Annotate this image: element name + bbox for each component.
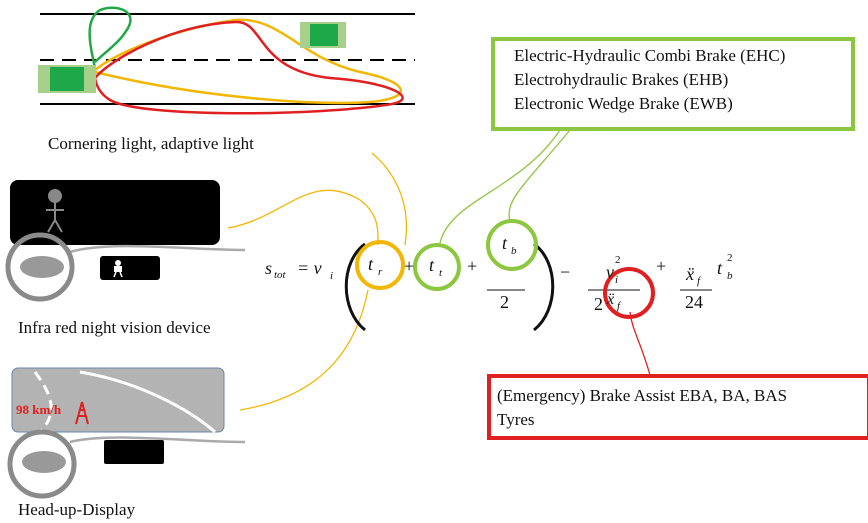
formula-xf: ẍ <box>686 264 694 284</box>
connector-green-box-tt <box>439 129 561 244</box>
circle-reaction-time <box>355 240 405 290</box>
hud-dashboard-display <box>104 440 164 464</box>
road-curve-line <box>79 370 216 434</box>
formula-tb: t <box>502 233 508 253</box>
road-dashed-line <box>33 371 53 434</box>
formula-plus-3: + <box>656 256 667 276</box>
car-right-roof <box>310 24 338 46</box>
formula-plus-2: + <box>467 256 478 276</box>
connector-night-vision <box>227 189 379 246</box>
red-box-line: (Emergency) Brake Assist EBA, BA, BAS <box>497 386 788 405</box>
formula-xf-subscript: f <box>697 275 701 287</box>
night-vision-screen <box>10 180 220 245</box>
formula-tt-subscript: t <box>439 267 443 279</box>
formula-x: ẍ <box>607 291 615 308</box>
green-box-text: Electric-Hydraulic Combi Brake (EHC) Ele… <box>514 44 785 116</box>
red-light-beam <box>93 20 404 115</box>
right-paren <box>533 242 555 332</box>
yellow-light-beam <box>94 18 403 105</box>
caption-night-vision: Infra red night vision device <box>18 318 211 337</box>
caption-hud: Head-up-Display <box>18 500 136 519</box>
formula-tt: t <box>429 255 435 275</box>
connector-green-box-tb <box>508 129 571 223</box>
green-box-border <box>491 37 855 131</box>
formula-denominator-2x: 2 <box>594 294 603 314</box>
road-scene <box>38 6 415 115</box>
hud-dashboard-line <box>69 436 246 444</box>
green-box-line: Electric-Hydraulic Combi Brake (EHC) <box>514 46 786 65</box>
formula-s-subscript: tot <box>274 269 286 281</box>
car-right <box>300 22 346 48</box>
dashboard-display <box>100 256 160 280</box>
connector-hud <box>239 289 369 411</box>
small-pedestrian-icon <box>113 260 123 278</box>
connector-cornering <box>371 152 407 246</box>
formula-tr-subscript: r <box>378 266 383 278</box>
formula-tb2-superscript: 2 <box>727 252 733 264</box>
car-left <box>38 65 96 93</box>
night-vision-scene <box>5 180 246 302</box>
circle-tb <box>486 219 538 271</box>
red-box-border <box>487 374 868 440</box>
caption-cornering-light: Cornering light, adaptive light <box>48 134 254 153</box>
car-left-roof <box>50 67 84 91</box>
pedestrian-icon <box>46 189 64 233</box>
road-warning-icon <box>75 401 89 425</box>
formula-minus: − <box>560 262 571 282</box>
red-box-text: (Emergency) Brake Assist EBA, BA, BAS Ty… <box>497 384 787 432</box>
connectors <box>227 129 651 411</box>
formula-vi: v <box>606 262 614 282</box>
circle-xf <box>603 267 655 319</box>
formula-denominator-24: 24 <box>685 292 703 312</box>
formula-s: s <box>265 258 273 278</box>
green-box-line: Electrohydraulic Brakes (EHB) <box>514 70 729 89</box>
formula-vi-subscript: i <box>615 274 619 286</box>
formula-x-subscript: f <box>617 300 621 312</box>
formula-tb2: t <box>717 258 723 278</box>
hud-steering-wheel-icon <box>7 429 77 499</box>
dashboard-line <box>69 244 246 254</box>
hud-speed-readout: 98 km/h <box>16 402 62 417</box>
steering-wheel-icon <box>5 232 75 302</box>
hud-scene <box>7 367 246 499</box>
formula-tb2-subscript: b <box>727 270 733 282</box>
connector-red-box <box>629 311 651 376</box>
formula-vi-superscript: 2 <box>615 254 621 266</box>
formula-denominator-2: 2 <box>500 292 509 312</box>
circle-tt <box>413 243 461 291</box>
formula-tb-subscript: b <box>511 245 517 257</box>
formula-tr: t <box>368 254 374 274</box>
green-box-line: Electronic Wedge Brake (EWB) <box>514 94 733 113</box>
left-paren <box>344 242 366 332</box>
formula-equals-v: = v <box>297 258 322 278</box>
windshield <box>11 367 225 433</box>
green-light-beam <box>88 6 132 69</box>
red-box-line: Tyres <box>497 410 535 429</box>
formula-v-subscript: i <box>330 270 334 282</box>
formula-plus-1: + <box>404 256 415 276</box>
